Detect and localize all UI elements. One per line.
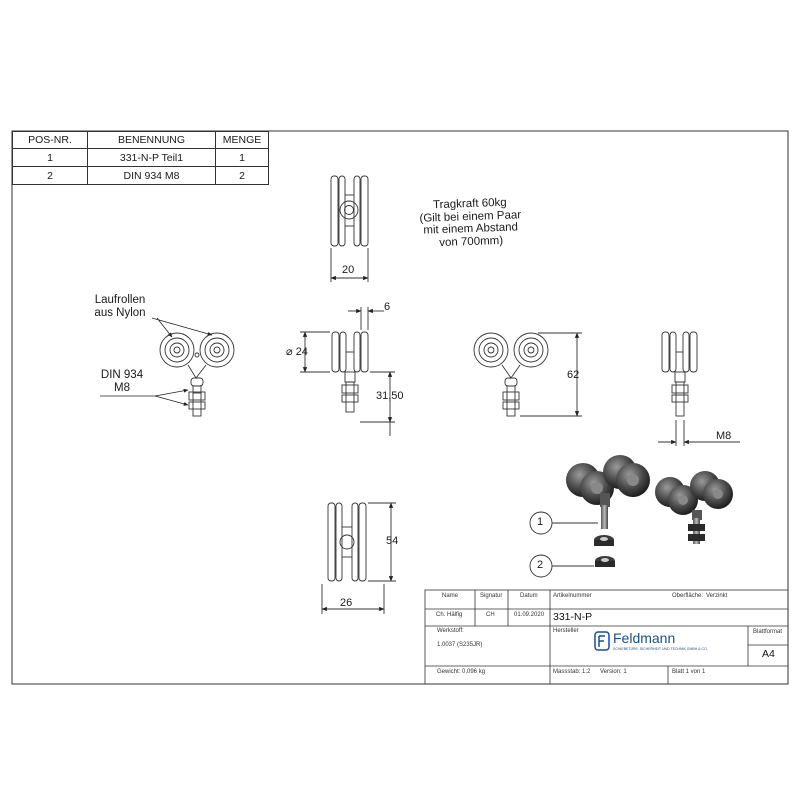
dim-bottom-height: 54 [386, 535, 399, 547]
tb-sheet: Blatt 1 von 1 [672, 669, 706, 675]
balloon-1: 1 [537, 516, 544, 528]
table-row: 1 331-N-P Teil1 1 [12, 148, 269, 167]
tb-weight: Gewicht: 0,096 kg [437, 669, 486, 675]
tb-surface-value: Verzinkt [706, 593, 728, 599]
load-capacity-note: Tragkraft 60kg (Gilt bei einem Paar mit … [407, 196, 534, 250]
header-pos: POS-NR. [12, 131, 88, 149]
tb-material-value: 1.0037 (S235JR) [437, 642, 483, 648]
dim-height: 62 [567, 369, 580, 381]
header-qty: MENGE [215, 131, 269, 149]
bottom-view [321, 502, 396, 614]
tb-format-label: Blattformat [753, 629, 783, 635]
row-pos: 2 [12, 166, 88, 185]
tb-format-value: A4 [762, 648, 775, 660]
drawing-frame [11, 130, 789, 685]
nut-note-line: DIN 934 [100, 369, 144, 381]
side-view [300, 307, 395, 436]
dim-top-width: 20 [342, 264, 355, 276]
dim-wheel-width: 6 [384, 301, 391, 313]
row-pos: 1 [12, 148, 88, 167]
tb-date-label: Datum [520, 593, 538, 599]
tb-manufacturer-label: Hersteller [553, 628, 579, 634]
balloon-leaders [529, 511, 598, 578]
tb-version: Version: 1 [600, 669, 627, 675]
tb-material-label: Werkstoff: [437, 628, 464, 634]
nut-note-line: M8 [114, 381, 130, 394]
balloon-2: 2 [537, 559, 544, 571]
dim-wheel-diameter-value: 24 [295, 346, 308, 358]
rollers-note-line: aus Nylon [94, 306, 146, 319]
diameter-symbol: ⌀ [286, 346, 293, 358]
tb-article-label: Artikelnummer [553, 593, 592, 599]
title-block-frame [424, 589, 789, 685]
front-view-right [473, 332, 582, 417]
nut-note: DIN 934 M8 [92, 369, 152, 394]
dim-thread: M8 [716, 430, 732, 442]
rollers-note-line: Laufrollen [94, 294, 146, 306]
rollers-note: Laufrollen aus Nylon [80, 294, 160, 319]
tb-signature-label: Signatur [480, 593, 503, 599]
row-name: DIN 934 M8 [87, 166, 216, 185]
dim-wheel-diameter: ⌀ 24 [286, 345, 308, 358]
note-leaders [100, 317, 213, 406]
header-name: BENENNUNG [87, 131, 216, 149]
side-view-right [658, 331, 740, 446]
tb-surface-label: Oberfläche: [672, 593, 704, 599]
tb-article-value: 331-N-P [553, 611, 593, 623]
row-qty: 2 [215, 166, 269, 185]
row-qty: 1 [215, 148, 269, 167]
top-view [330, 175, 369, 282]
tb-name-label: Name [442, 593, 459, 599]
isometric-exploded-view [566, 455, 650, 567]
isometric-assembled-view [655, 471, 733, 544]
row-name: 331-N-P Teil1 [87, 148, 216, 167]
feldmann-logo [594, 631, 610, 651]
tb-company-name: Feldmann [613, 630, 676, 646]
tb-scale: Massstab: 1:2 [553, 669, 591, 675]
front-view-left [159, 332, 235, 417]
table-row: 2 DIN 934 M8 2 [12, 166, 269, 185]
tb-company-tagline: SCHIEBETÜRE, SICHERHEIT UND TECHNIK GMBH… [613, 647, 708, 651]
tb-signature-value: CH [486, 612, 495, 618]
parts-table-header: POS-NR. BENENNUNG MENGE [12, 131, 269, 149]
dim-bottom-width: 26 [340, 597, 353, 609]
tb-date-value: 01.09.2020 [514, 612, 545, 618]
dim-bolt-length: 31,50 [376, 390, 404, 402]
tb-name-value: Ch. Hälfig [436, 612, 463, 618]
parts-list-table: POS-NR. BENENNUNG MENGE 1 331-N-P Teil1 … [12, 131, 269, 185]
